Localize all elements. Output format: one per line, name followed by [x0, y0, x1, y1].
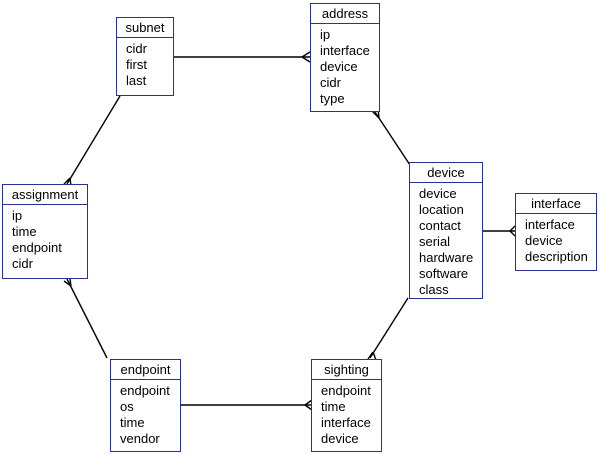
- entity-title: address: [311, 4, 379, 24]
- entity-field: first: [126, 57, 147, 72]
- entity-field: endpoint: [321, 383, 371, 398]
- entity-title: endpoint: [111, 360, 180, 380]
- entity-field: device: [321, 431, 359, 446]
- crowfoot-sighting-endpoint: [304, 399, 313, 411]
- edge-subnet-assignment: [66, 95, 121, 185]
- entity-field: endpoint: [12, 240, 62, 255]
- entity-field: type: [320, 91, 345, 106]
- crowfoot-address-subnet: [301, 51, 311, 63]
- entity-field: cidr: [126, 41, 147, 56]
- entity-field: hardware: [419, 250, 474, 265]
- crowfoot-device-interface: [509, 225, 516, 237]
- entity-field: interface: [525, 217, 575, 232]
- edge-device-sighting: [369, 297, 409, 359]
- entity-field: class: [419, 282, 449, 297]
- entity-field: time: [321, 399, 346, 414]
- entity-field: device: [419, 186, 457, 201]
- crowfoot-assignment-endpoint: [63, 278, 72, 287]
- entity-title: interface: [516, 194, 596, 214]
- entity-field: software: [419, 266, 469, 281]
- entity-field: ip: [12, 208, 23, 223]
- entity-field: time: [120, 415, 145, 430]
- entity-title: device: [410, 163, 482, 183]
- entity-field: serial: [419, 234, 451, 249]
- entity-field: time: [12, 224, 37, 239]
- entity-field: contact: [419, 218, 461, 233]
- entity-field: endpoint: [120, 383, 170, 398]
- edge-endpoint-assignment: [66, 278, 108, 359]
- edge-address-device: [374, 111, 411, 166]
- entity-title: assignment: [3, 185, 87, 205]
- entity-field: cidr: [320, 75, 341, 90]
- crowfoot-sighting-device: [367, 351, 377, 361]
- entity-field: interface: [320, 43, 370, 58]
- entity-field: device: [320, 59, 358, 74]
- entity-title: sighting: [312, 360, 381, 380]
- entity-field: interface: [321, 415, 371, 430]
- entity-title: subnet: [117, 18, 173, 38]
- entity-field: device: [525, 233, 563, 248]
- entity-field: description: [525, 249, 588, 264]
- entity-field: cidr: [12, 256, 33, 271]
- entity-field: ip: [320, 27, 331, 42]
- entity-field: vendor: [120, 431, 160, 446]
- entity-field: location: [419, 202, 464, 217]
- entity-field: last: [126, 73, 147, 88]
- entity-field: os: [120, 399, 134, 414]
